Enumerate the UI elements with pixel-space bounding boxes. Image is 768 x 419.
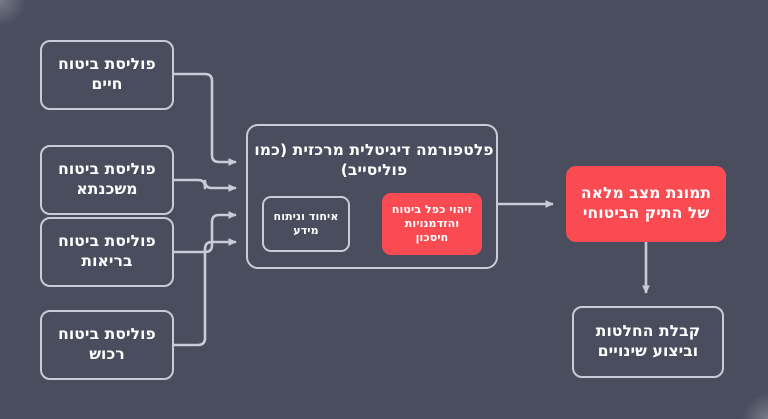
- decision-make-changes-label: קבלת החלטות וביצוע שינויים: [595, 322, 701, 360]
- connector-health-to-platform: [172, 211, 237, 254]
- central-platform-title: פלטפורמה דיגיטלית מרכזית (כמו פוליסייב): [254, 141, 494, 180]
- source-policy-health[interactable]: פוליסת ביטוח בריאות: [40, 217, 174, 287]
- platform-step-duplicate-detection[interactable]: זיהוי כפל ביטוח והזדמנויות חיסכון: [382, 193, 482, 255]
- source-policy-property[interactable]: פוליסת ביטוח רכוש: [40, 310, 174, 380]
- platform-step-merge-analyze-label: איחוד וניתוח מידע: [273, 209, 339, 237]
- source-policy-mortgage-label: פוליסת ביטוח משכנתא: [58, 160, 156, 198]
- platform-step-duplicate-detection-label: זיהוי כפל ביטוח והזדמנויות חיסכון: [391, 202, 473, 245]
- source-policy-life[interactable]: פוליסת ביטוח חיים: [40, 40, 174, 110]
- corner-glow-bottom-right: [742, 393, 768, 419]
- outcome-full-portfolio-view[interactable]: תמונת מצב מלאה של התיק הביטוחי: [566, 166, 726, 242]
- platform-step-merge-analyze[interactable]: איחוד וניתוח מידע: [262, 196, 350, 252]
- source-policy-life-label: פוליסת ביטוח חיים: [58, 55, 156, 93]
- outcome-full-portfolio-view-label: תמונת מצב מלאה של התיק הביטוחי: [580, 184, 712, 222]
- connector-property-to-platform: [172, 238, 237, 347]
- source-policy-health-label: פוליסת ביטוח בריאות: [58, 232, 156, 270]
- connector-mortgage-to-platform: [172, 178, 237, 192]
- connector-life-to-platform: [172, 72, 237, 166]
- source-policy-mortgage[interactable]: פוליסת ביטוח משכנתא: [40, 145, 174, 215]
- source-policy-property-label: פוליסת ביטוח רכוש: [58, 325, 156, 363]
- corner-glow-top-left: [0, 0, 26, 26]
- decision-make-changes[interactable]: קבלת החלטות וביצוע שינויים: [572, 306, 724, 378]
